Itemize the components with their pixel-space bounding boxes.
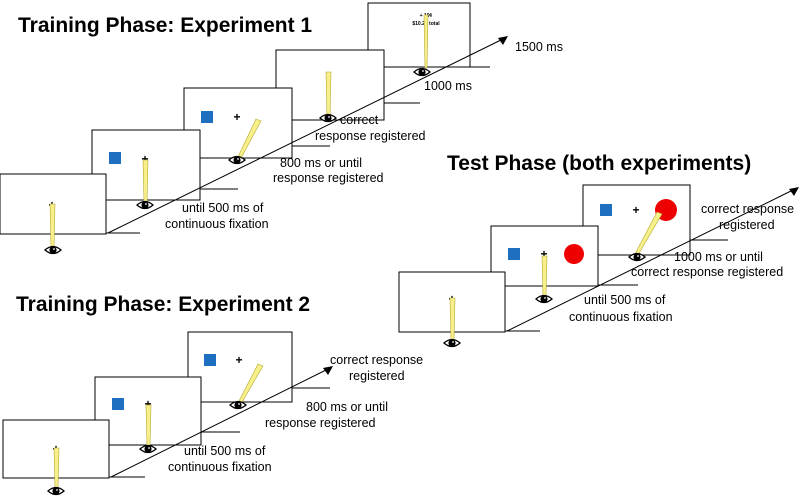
duration-label-response-1: 800 ms or until bbox=[306, 400, 388, 414]
eye-icon bbox=[229, 400, 247, 410]
duration-label-correct-1: correct response bbox=[330, 353, 423, 367]
arrowhead-icon bbox=[323, 366, 333, 375]
panel-title: Test Phase (both experiments) bbox=[447, 152, 751, 175]
test-screen-stimuli: + bbox=[490, 225, 638, 304]
blue-square bbox=[112, 398, 124, 410]
gaze-beam bbox=[142, 159, 149, 203]
timeline-arrow bbox=[110, 367, 331, 478]
fixation-cross: + bbox=[233, 110, 240, 124]
screen-reward: + 10¢ $10.20 total bbox=[367, 2, 490, 77]
arrowhead-icon bbox=[789, 187, 799, 196]
fixation-cross: + bbox=[632, 203, 639, 217]
blue-square bbox=[109, 152, 121, 164]
duration-label-response-2: response registered bbox=[265, 416, 376, 430]
duration-label-correct-2: response registered bbox=[315, 129, 426, 143]
timeline-arrow bbox=[506, 187, 798, 332]
eye-icon bbox=[443, 338, 461, 348]
timeline-arrow bbox=[107, 37, 506, 234]
screen-fixation: + bbox=[2, 419, 145, 496]
arrowhead-icon bbox=[498, 36, 508, 45]
duration-label-fixation-2: continuous fixation bbox=[569, 310, 673, 324]
duration-label-fixation-1: until 500 ms of bbox=[182, 201, 264, 215]
duration-label-correct-2: registered bbox=[349, 369, 405, 383]
blue-square bbox=[508, 248, 520, 260]
duration-label-response-2: correct response registered bbox=[631, 265, 783, 279]
eye-icon bbox=[413, 67, 431, 77]
duration-label-fixation-2: continuous fixation bbox=[168, 460, 272, 474]
gaze-beam bbox=[325, 71, 332, 119]
duration-label-correct-1: correct response bbox=[701, 202, 794, 216]
duration-label-fixation-2: continuous fixation bbox=[165, 217, 269, 231]
fixation-cross: + bbox=[144, 397, 151, 411]
screen-frame bbox=[582, 184, 691, 256]
panel-title: Training Phase: Experiment 2 bbox=[16, 293, 310, 316]
fixation-cross: + bbox=[141, 152, 148, 166]
duration-label-response-1: 1000 ms or until bbox=[674, 250, 763, 264]
gaze-beam bbox=[423, 14, 429, 69]
gaze-beam bbox=[49, 203, 56, 249]
gaze-beam bbox=[53, 447, 60, 489]
blue-square bbox=[204, 354, 216, 366]
duration-label-response-1: 800 ms or until bbox=[280, 156, 362, 170]
training-phase-experiment-2: Training Phase: Experiment 2 + + + bbox=[2, 293, 423, 496]
duration-label-fixation-1: until 500 ms of bbox=[584, 293, 666, 307]
eye-icon bbox=[139, 444, 157, 454]
blue-square bbox=[201, 111, 213, 123]
screen-fixation: + bbox=[0, 173, 140, 255]
test-phase: Test Phase (both experiments) + + + bbox=[398, 152, 799, 348]
duration-label-end: 1500 ms bbox=[515, 40, 563, 54]
gaze-beam bbox=[145, 404, 152, 447]
eye-icon bbox=[319, 113, 337, 123]
screen-frame bbox=[367, 2, 471, 68]
fixation-cross: + bbox=[540, 247, 547, 261]
eye-icon bbox=[228, 155, 246, 165]
screen-response: + bbox=[187, 331, 330, 410]
eye-icon bbox=[535, 294, 553, 304]
eye-icon bbox=[47, 486, 65, 496]
red-circle bbox=[564, 244, 584, 264]
duration-label-feedback: 1000 ms bbox=[424, 79, 472, 93]
duration-label-response-2: response registered bbox=[273, 171, 384, 185]
training-phase-experiment-1: Training Phase: Experiment 1 + 10¢ $10.2… bbox=[0, 2, 563, 255]
blue-square bbox=[600, 204, 612, 216]
test-screen-fixation: + bbox=[398, 271, 540, 348]
fixation-cross: + bbox=[235, 353, 242, 367]
duration-label-fixation-1: until 500 ms of bbox=[184, 444, 266, 458]
gaze-beam bbox=[541, 255, 548, 297]
screen-response: + bbox=[183, 87, 330, 165]
screen-frame bbox=[187, 331, 293, 403]
eye-icon bbox=[136, 200, 154, 210]
screen-cue: + bbox=[94, 376, 240, 454]
gaze-beam bbox=[449, 297, 456, 341]
eye-icon bbox=[628, 252, 646, 262]
test-screen-response: + bbox=[582, 184, 728, 262]
duration-label-correct-2: registered bbox=[719, 218, 775, 232]
duration-label-correct-1: correct bbox=[340, 113, 379, 127]
panel-title: Training Phase: Experiment 1 bbox=[18, 14, 312, 37]
screen-cue: + bbox=[91, 129, 238, 210]
screen-feedback bbox=[275, 49, 420, 123]
eye-icon bbox=[44, 245, 62, 255]
